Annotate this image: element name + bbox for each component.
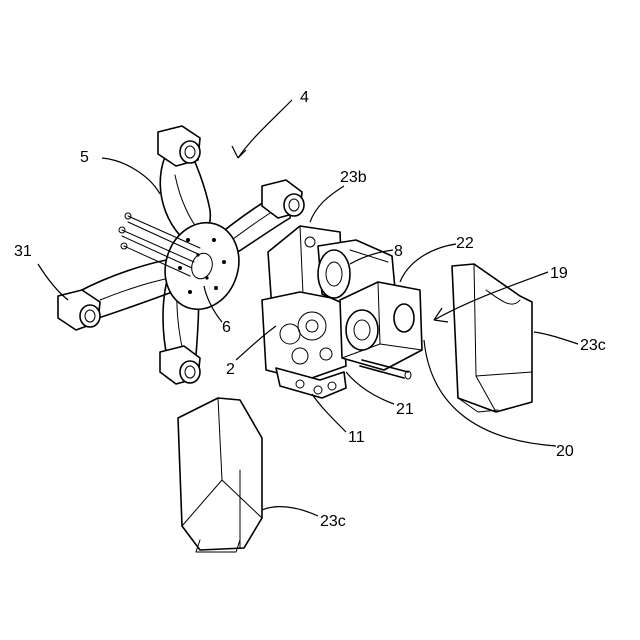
leader-23c-bottom — [262, 507, 318, 516]
label-6: 6 — [222, 319, 231, 336]
cover-right — [452, 264, 532, 412]
cover-bottom — [178, 398, 262, 552]
label-5: 5 — [80, 149, 89, 166]
label-22: 22 — [456, 235, 474, 252]
label-19: 19 — [550, 265, 568, 282]
label-11: 11 — [348, 429, 365, 446]
label-4: 4 — [300, 89, 309, 106]
arm-tip-right — [262, 180, 304, 218]
arm-tip-left — [58, 290, 100, 330]
arm-tip-bottom — [160, 346, 200, 384]
label-23c-bottom: 23c — [320, 513, 346, 530]
leader-5 — [102, 158, 160, 194]
label-31: 31 — [14, 243, 32, 260]
leader-23b — [310, 186, 344, 222]
leader-11 — [312, 394, 346, 432]
label-8: 8 — [394, 243, 403, 260]
label-23c-right: 23c — [580, 337, 606, 354]
leader-22 — [400, 244, 456, 282]
label-2: 2 — [226, 361, 235, 378]
label-21: 21 — [396, 401, 414, 418]
label-23b: 23b — [340, 169, 367, 186]
leader-21 — [346, 372, 394, 404]
leader-4 — [238, 100, 292, 158]
leader-23c-right — [534, 332, 578, 344]
label-20: 20 — [556, 443, 574, 460]
